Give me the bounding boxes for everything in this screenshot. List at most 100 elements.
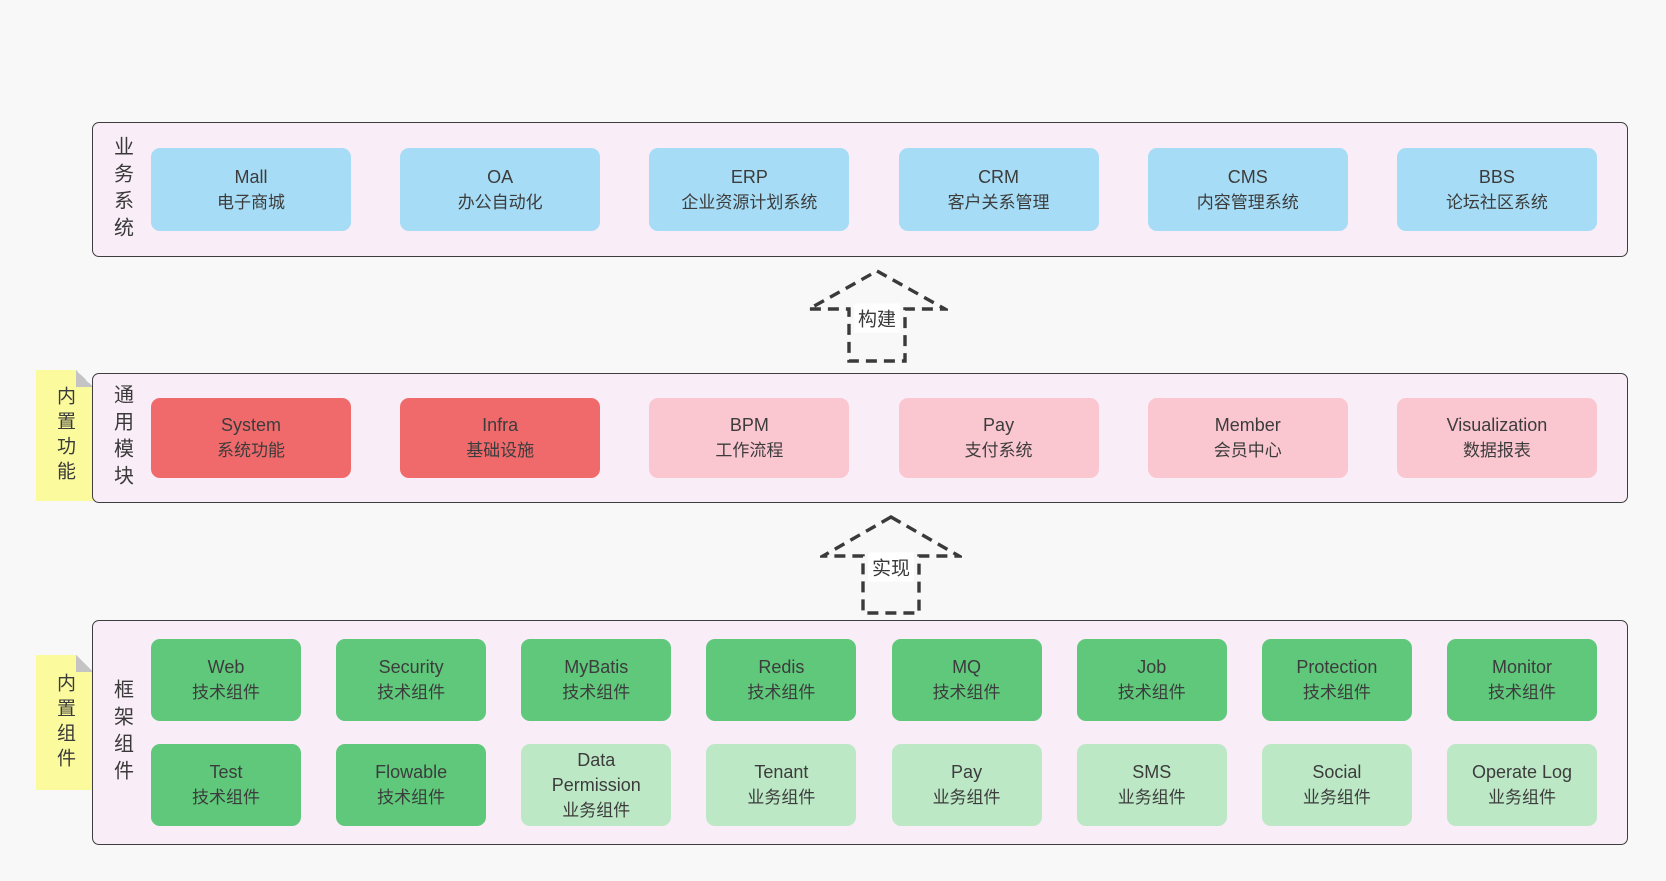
arrow-build-label: 构建 [853, 303, 901, 333]
box-title: CMS [1227, 166, 1268, 187]
box-title: Tenant [754, 762, 809, 782]
box-title: Monitor [1491, 657, 1552, 677]
common-modules-band: 通用模块 System 系统功能 Infra 基础设施 BPM 工作流程 Pay… [92, 373, 1628, 503]
box-title: Operate Log [1471, 762, 1573, 782]
box-title: BPM [729, 415, 769, 435]
box-subtitle: 技术组件 [932, 683, 1001, 702]
business-box-row: Mall 电子商城 OA 办公自动化 ERP 企业资源计划系统 CRM 客户关系… [151, 123, 1627, 256]
box-subtitle: 业务组件 [932, 788, 1001, 807]
box-subtitle: 内容管理系统 [1196, 192, 1299, 212]
box-title: ERP [730, 166, 768, 187]
box-subtitle: 企业资源计划系统 [681, 192, 818, 212]
box-subtitle: 支付系统 [964, 441, 1033, 460]
box-title: System [220, 415, 281, 435]
box-mq: MQ 技术组件 [891, 639, 1042, 721]
arrow-implement-label: 实现 [867, 552, 915, 582]
box-title: Redis [758, 657, 805, 677]
framework-components-band: 框架组件 Web 技术组件 Security 技术组件 MyBatis 技术组件… [92, 620, 1628, 845]
box-cms: CMS 内容管理系统 [1147, 148, 1348, 231]
box-title: Flowable [375, 762, 448, 782]
box-title: Test [209, 762, 243, 782]
box-subtitle: 技术组件 [1117, 683, 1186, 702]
box-member: Member 会员中心 [1147, 398, 1348, 478]
components-grid: Web 技术组件 Security 技术组件 MyBatis 技术组件 Redi… [151, 621, 1627, 844]
box-subtitle: 数据报表 [1462, 441, 1531, 460]
arrow-implement: 实现 [820, 514, 962, 616]
box-title: Member [1214, 415, 1281, 435]
box-title: OA [487, 166, 514, 187]
box-title: MQ [952, 657, 982, 677]
components-row-1: Web 技术组件 Security 技术组件 MyBatis 技术组件 Redi… [151, 639, 1597, 721]
box-title: MyBatis [564, 657, 629, 677]
box-subtitle: 技术组件 [192, 683, 260, 702]
box-title: CRM [978, 166, 1020, 187]
box-subtitle: 技术组件 [1487, 683, 1556, 702]
box-pay: Pay 支付系统 [898, 398, 1099, 478]
box-bbs: BBS 论坛社区系统 [1396, 148, 1597, 231]
business-systems-band: 业务系统 Mall 电子商城 OA 办公自动化 ERP 企业资源计划系统 CRM… [92, 122, 1628, 257]
box-data-permission: Data Permission 业务组件 [521, 744, 672, 826]
box-subtitle: 办公自动化 [457, 192, 543, 212]
box-monitor: Monitor 技术组件 [1446, 639, 1597, 721]
box-subtitle: 技术组件 [1302, 683, 1371, 702]
box-protection: Protection 技术组件 [1261, 639, 1412, 721]
box-flowable: Flowable 技术组件 [336, 744, 487, 826]
dashed-up-arrow-icon [806, 269, 948, 363]
box-subtitle: 技术组件 [377, 683, 446, 702]
box-subtitle: 技术组件 [562, 683, 631, 702]
box-bpm: BPM 工作流程 [649, 398, 850, 478]
box-subtitle: 技术组件 [747, 683, 816, 702]
box-pay-biz: Pay 业务组件 [891, 744, 1042, 826]
box-subtitle: 业务组件 [1302, 788, 1371, 807]
box-subtitle: 论坛社区系统 [1445, 192, 1548, 212]
box-title: Data Permission [551, 749, 641, 795]
box-title: Pay [951, 762, 983, 782]
box-social: Social 业务组件 [1261, 744, 1412, 826]
box-title: Security [378, 657, 444, 677]
box-subtitle: 业务组件 [747, 788, 816, 807]
box-subtitle: 业务组件 [1487, 788, 1556, 807]
box-title: Visualization [1446, 415, 1548, 435]
box-subtitle: 客户关系管理 [947, 192, 1050, 212]
box-mall: Mall 电子商城 [151, 148, 351, 231]
box-subtitle: 技术组件 [377, 788, 446, 807]
box-sms: SMS 业务组件 [1076, 744, 1227, 826]
box-web: Web 技术组件 [151, 639, 301, 721]
box-infra: Infra 基础设施 [400, 398, 601, 478]
box-visualization: Visualization 数据报表 [1396, 398, 1597, 478]
dashed-up-arrow-icon [820, 515, 962, 615]
box-security: Security 技术组件 [336, 639, 487, 721]
box-title: SMS [1132, 762, 1172, 782]
box-crm: CRM 客户关系管理 [898, 148, 1099, 231]
sticky-fold-icon [76, 655, 93, 672]
box-subtitle: 电子商城 [217, 192, 285, 212]
box-test: Test 技术组件 [151, 744, 301, 826]
box-system: System 系统功能 [151, 398, 351, 478]
box-title: BBS [1478, 166, 1515, 187]
components-row-2: Test 技术组件 Flowable 技术组件 Data Permission … [151, 744, 1597, 826]
box-title: Web [207, 657, 245, 677]
box-oa: OA 办公自动化 [400, 148, 601, 231]
box-subtitle: 工作流程 [715, 441, 784, 460]
box-tenant: Tenant 业务组件 [706, 744, 857, 826]
modules-box-row: System 系统功能 Infra 基础设施 BPM 工作流程 Pay 支付系统… [151, 374, 1627, 502]
box-title: Social [1312, 762, 1362, 782]
box-title: Mall [234, 166, 268, 187]
box-operate-log: Operate Log 业务组件 [1446, 744, 1597, 826]
box-subtitle: 基础设施 [466, 441, 535, 460]
box-title: Protection [1296, 657, 1378, 677]
sticky-fold-icon [76, 370, 93, 387]
box-title: Job [1137, 657, 1167, 677]
box-erp: ERP 企业资源计划系统 [649, 148, 850, 231]
box-subtitle: 业务组件 [562, 800, 631, 820]
box-subtitle: 会员中心 [1213, 441, 1282, 460]
band-label-business: 业务系统 [110, 135, 133, 244]
arrow-build: 构建 [806, 268, 948, 364]
box-title: Pay [983, 415, 1015, 435]
box-redis: Redis 技术组件 [706, 639, 857, 721]
sticky-note-builtin-features: 内置功能 [36, 370, 93, 501]
band-label-components: 框架组件 [110, 678, 133, 787]
box-subtitle: 业务组件 [1117, 788, 1186, 807]
box-subtitle: 系统功能 [217, 441, 285, 460]
sticky-note-builtin-components: 内置组件 [36, 655, 93, 790]
